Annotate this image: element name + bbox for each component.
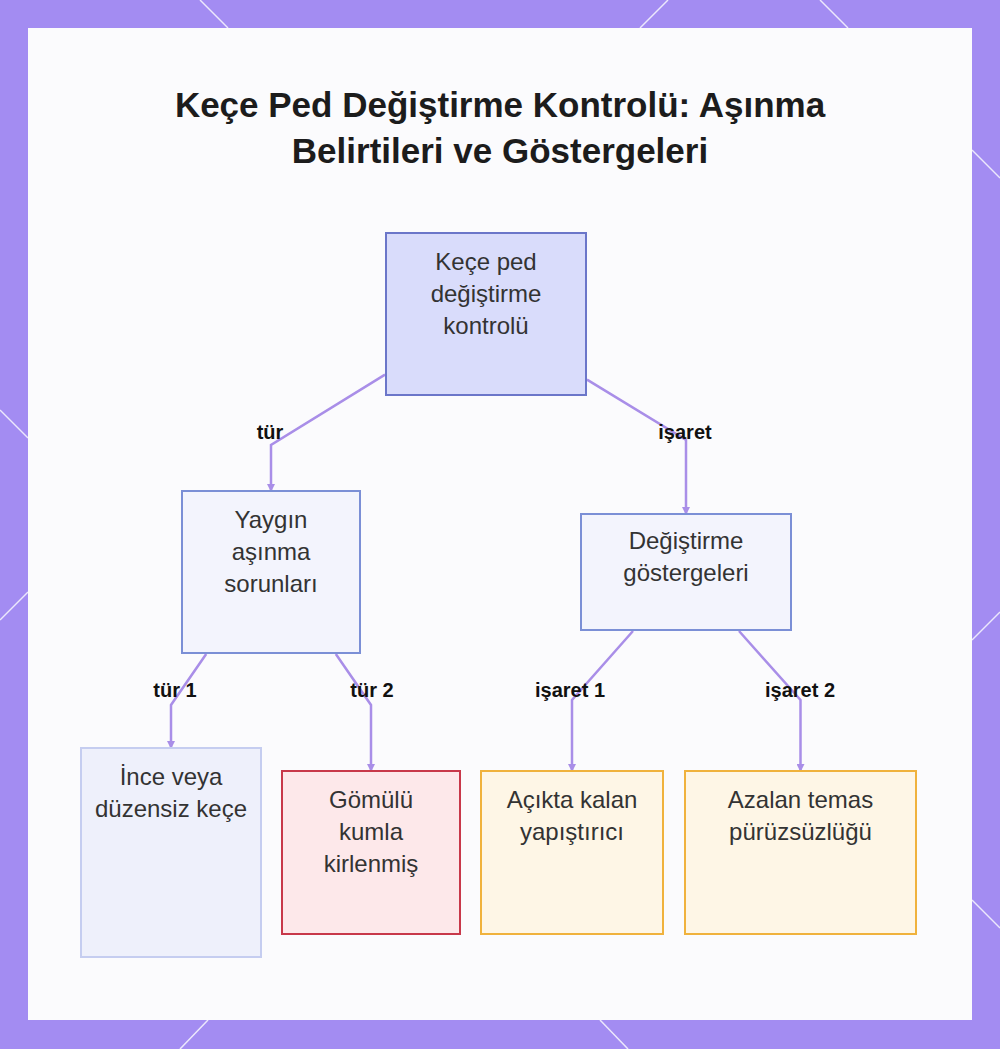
edge-label: işaret 1 [535,679,605,702]
leaf-box-highlight: Gömülü kumla kirlenmiş [281,770,461,935]
connector-arrow [336,654,371,770]
node-text: Gömülü kumla kirlenmiş [283,784,459,880]
node-text: İnce veya düzensiz keçe [82,761,260,825]
diagram-title: Keçe Ped Değiştirme Kontrolü: Aşınma Bel… [100,82,900,174]
connector-arrow [587,380,686,513]
category-box: Yaygın aşınma sorunları [181,490,361,654]
edge-label: işaret [658,421,711,444]
deco-line [972,900,1000,928]
edge-label: tür [257,421,284,444]
deco-line [200,0,228,28]
category-box: Değiştirme göstergeleri [580,513,792,631]
deco-line [600,1020,628,1049]
leaf-box-indicator: Açıkta kalan yapıştırıcı [480,770,664,935]
deco-line [820,0,848,28]
node-text: Keçe ped değiştirme kontrolü [387,246,585,342]
root-box: Keçe ped değiştirme kontrolü [385,232,587,396]
deco-line [0,410,28,438]
leaf-box: İnce veya düzensiz keçe [80,747,262,958]
connector-arrow [271,375,385,490]
deco-line [972,612,1000,640]
leaf-box-indicator: Azalan temas pürüzsüzlüğü [684,770,917,935]
deco-line [0,592,28,620]
edge-label: tür 1 [153,679,196,702]
edge-label: işaret 2 [765,679,835,702]
deco-line [640,0,668,28]
node-text: Açıkta kalan yapıştırıcı [482,784,662,848]
node-text: Değiştirme göstergeleri [582,525,790,589]
node-text: Yaygın aşınma sorunları [183,504,359,600]
node-text: Azalan temas pürüzsüzlüğü [686,784,915,848]
deco-line [180,1020,208,1049]
deco-line [972,150,1000,178]
edge-label: tür 2 [350,679,393,702]
